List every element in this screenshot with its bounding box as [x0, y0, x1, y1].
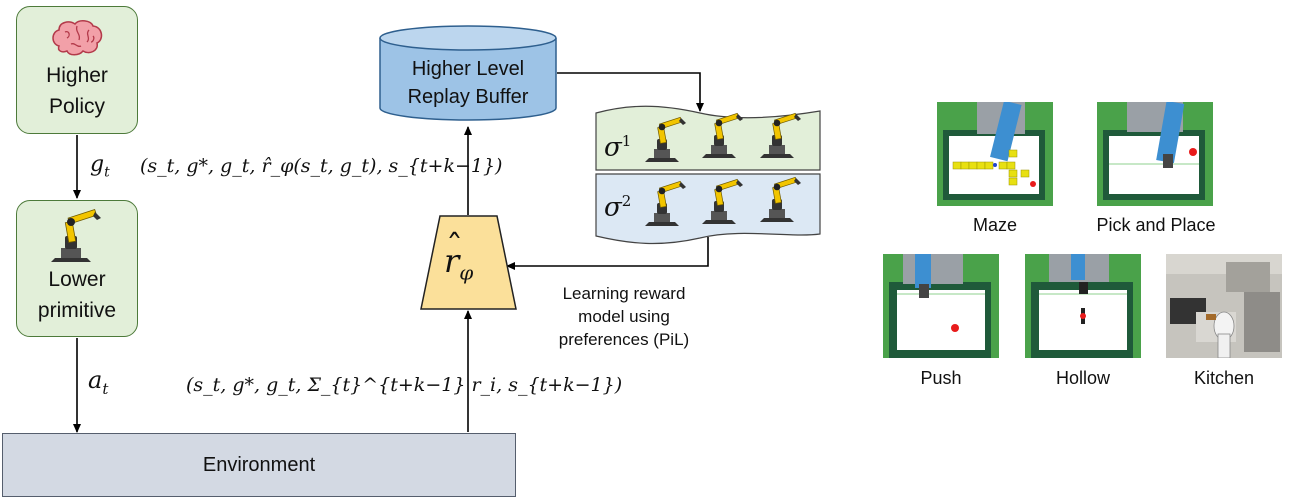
brain-icon — [52, 20, 103, 56]
at-symbol: a — [88, 366, 103, 394]
reward-model-symbol: ˆ r φ — [444, 228, 474, 285]
replay-buffer-line1: Higher Level — [411, 58, 525, 80]
environment-box: Environment — [2, 433, 516, 497]
sigma1-sup: 1 — [621, 132, 632, 150]
edge-label-gt: gt — [90, 152, 110, 180]
sigma1-symbol: σ — [604, 132, 622, 163]
env-caption-push: Push — [920, 368, 962, 388]
reward-note: Learning reward model using preferences … — [532, 282, 716, 351]
robot-arm-icon — [701, 112, 744, 159]
gt-subscript: t — [104, 164, 110, 181]
env-caption-hollow: Hollow — [1055, 368, 1111, 388]
robot-arm-icon — [759, 176, 802, 223]
robot-arm-icon — [644, 116, 687, 163]
reward-note-line3: preferences (PiL) — [558, 330, 690, 349]
env-caption-kitchen: Kitchen — [1193, 368, 1255, 388]
preference-label-2: σ2 — [604, 192, 631, 223]
reward-symbol: r — [444, 242, 460, 280]
preference-label-1: σ1 — [604, 132, 631, 163]
pick-and-place-thumbnail — [1097, 102, 1213, 206]
hollow-thumbnail — [1025, 254, 1141, 358]
reward-note-line1: Learning reward — [562, 284, 686, 303]
arrow-preferences-to-reward — [506, 237, 709, 270]
lower-primitive-label-line2: primitive — [37, 298, 117, 322]
reward-note-line2: model using — [578, 307, 670, 326]
at-subscript: t — [102, 379, 109, 398]
robot-arm-icon — [759, 112, 802, 159]
reward-model-shape — [420, 215, 517, 310]
hollow-scene — [1031, 254, 1133, 358]
environment-label: Environment — [202, 453, 316, 476]
replay-buffer-cylinder — [379, 25, 557, 121]
higher-policy-box: Higher Policy — [16, 6, 138, 134]
push-thumbnail — [883, 254, 999, 358]
arrow-buffer-to-preferences — [557, 72, 704, 112]
lower-primitive-box: Lower primitive — [16, 200, 138, 337]
kitchen-thumbnail — [1166, 254, 1282, 358]
maze-scene — [943, 102, 1045, 200]
gt-symbol: g — [90, 152, 105, 177]
env-caption-maze: Maze — [972, 215, 1017, 235]
robot-arm-icon — [644, 180, 687, 227]
kitchen-scene — [1166, 254, 1282, 358]
sigma2-sup: 2 — [621, 192, 632, 210]
edge-label-at: at — [88, 366, 108, 398]
robot-arm-icon — [51, 208, 101, 262]
reward-hat: ˆ — [446, 228, 463, 268]
reward-subscript: φ — [459, 260, 474, 285]
env-caption-pick-and-place: Pick and Place — [1096, 215, 1216, 235]
sigma2-symbol: σ — [604, 192, 622, 223]
transition-upper-tuple: (s_t, g*, g_t, r̂_φ(s_t, g_t), s_{t+k−1}… — [140, 155, 503, 177]
replay-buffer-line2: Replay Buffer — [407, 86, 529, 108]
push-scene — [889, 254, 991, 358]
preference-strip-2 — [595, 173, 821, 245]
transition-lower-tuple: (s_t, g*, g_t, Σ_{t}^{t+k−1} r_i, s_{t+k… — [186, 374, 623, 396]
robot-arm-icon — [701, 178, 744, 225]
maze-thumbnail — [937, 102, 1053, 206]
pick-place-scene — [1103, 102, 1205, 200]
replay-buffer-label: Higher Level Replay Buffer — [380, 52, 556, 114]
higher-policy-label-line1: Higher — [46, 64, 108, 87]
higher-policy-label-line2: Policy — [48, 95, 106, 118]
lower-primitive-label-line1: Lower — [48, 267, 106, 291]
